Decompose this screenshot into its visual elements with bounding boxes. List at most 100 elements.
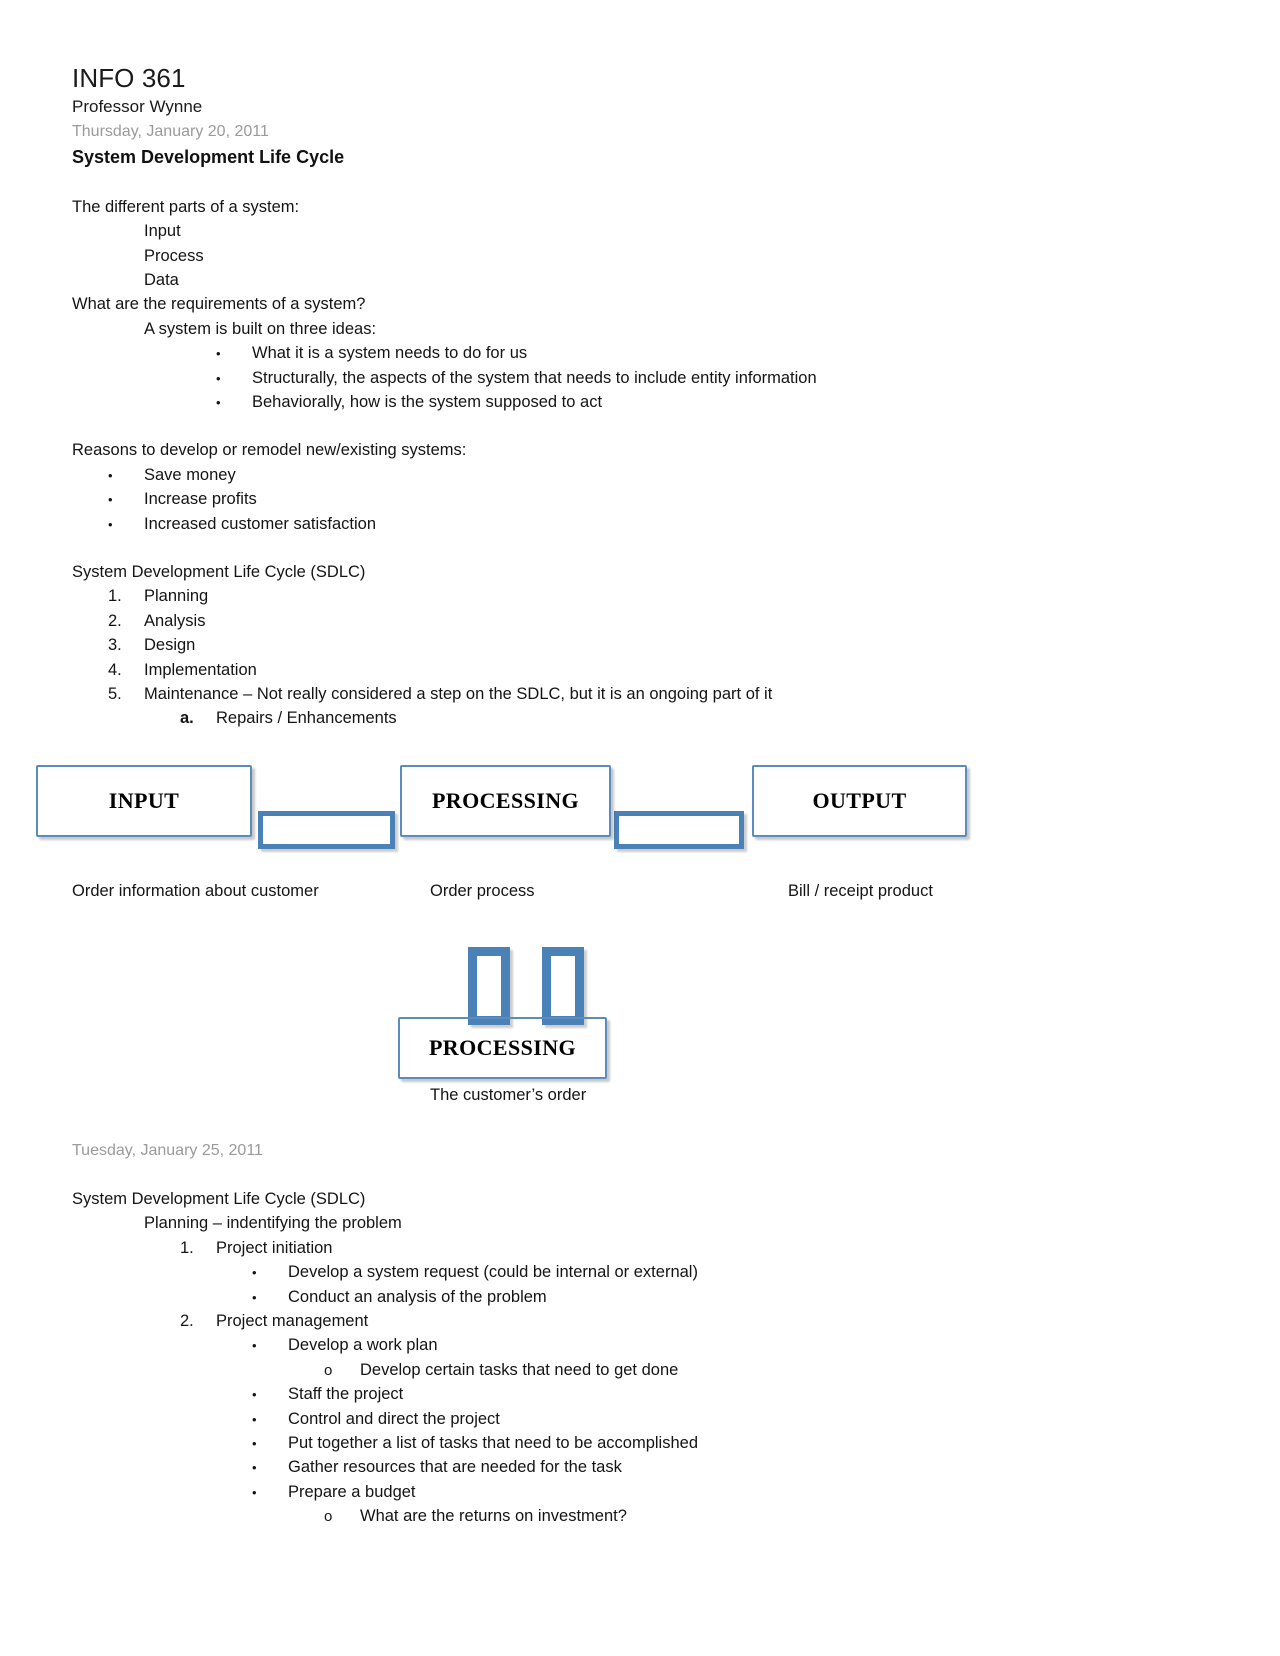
diagram-captions-row: Order information about customer Order p… xyxy=(36,881,1006,911)
part-input: Input xyxy=(144,222,181,241)
list-number: 4. xyxy=(108,660,122,679)
management-bullet-5: Gather resources that are needed for the… xyxy=(288,1458,622,1477)
page-title: INFO 361 xyxy=(72,63,186,93)
bullet-icon: • xyxy=(252,1435,257,1451)
spacer xyxy=(72,171,1208,195)
list-item: • Prepare a budget xyxy=(252,1480,1208,1504)
sdlc-step-maintenance: Maintenance – Not really considered a st… xyxy=(144,685,773,704)
processing-detail-diagram: PROCESSING xyxy=(36,925,1006,1085)
lecture-date: Thursday, January 20, 2011 xyxy=(72,122,269,140)
bullet-icon: • xyxy=(108,492,113,508)
list-item: • Develop a work plan xyxy=(252,1333,1208,1357)
bullet-icon: • xyxy=(252,1289,257,1305)
list-number: 5. xyxy=(108,685,122,704)
flow-box-input-label: INPUT xyxy=(108,787,180,813)
management-bullet-3: Control and direct the project xyxy=(288,1409,500,1428)
sdlc-heading-2: System Development Life Cycle (SDLC) xyxy=(72,1189,366,1208)
caption-customers-order: The customer’s order xyxy=(430,1085,587,1104)
circle-bullet-icon: o xyxy=(324,1508,333,1526)
bullet-icon: • xyxy=(252,1460,257,1476)
flow-box-input: INPUT xyxy=(36,764,252,837)
planning-line: Planning – indentifying the problem xyxy=(144,1214,402,1233)
bullet-icon: • xyxy=(252,1411,257,1427)
list-item: 4. Implementation xyxy=(108,658,1208,682)
project-management: Project management xyxy=(216,1311,369,1330)
bullet-icon: • xyxy=(216,346,221,362)
workplan-sub-item: Develop certain tasks that need to get d… xyxy=(360,1360,679,1379)
list-item: • Behaviorally, how is the system suppos… xyxy=(216,390,1208,414)
list-item: • Increased customer satisfaction xyxy=(108,512,1208,536)
bullet-icon: • xyxy=(252,1387,257,1403)
three-idea-3: Behaviorally, how is the system supposed… xyxy=(252,393,603,411)
list-number: 2. xyxy=(108,611,122,630)
list-item: 3. Design xyxy=(108,633,1208,657)
list-item: 2. Analysis xyxy=(108,609,1208,633)
list-item: • Staff the project xyxy=(252,1382,1208,1406)
maintenance-sub-item: Repairs / Enhancements xyxy=(216,709,397,728)
flow-box-output: OUTPUT xyxy=(752,764,967,837)
vertical-connector-right xyxy=(542,946,584,1025)
input-process-output-diagram: INPUT PROCESSING OUTPUT xyxy=(36,759,1006,881)
list-item: • Control and direct the project xyxy=(252,1407,1208,1431)
spacer xyxy=(72,1163,1208,1187)
lecture-date-2: Tuesday, January 25, 2011 xyxy=(72,1141,263,1159)
initiation-bullet-1: Develop a system request (could be inter… xyxy=(288,1263,698,1282)
spacer xyxy=(72,536,1208,560)
professor-name: Professor Wynne xyxy=(72,97,203,117)
list-item: o What are the returns on investment? xyxy=(324,1504,1208,1528)
list-item: • Conduct an analysis of the problem xyxy=(252,1285,1208,1309)
diagram2-caption-row: The customer’s order xyxy=(36,1085,1006,1115)
caption-output: Bill / receipt product xyxy=(788,881,933,900)
list-item: • Save money xyxy=(108,463,1208,487)
bullet-icon: • xyxy=(108,467,113,483)
lecture-topic: System Development Life Cycle xyxy=(72,146,345,167)
sdlc-step-planning: Planning xyxy=(144,587,209,606)
circle-bullet-icon: o xyxy=(324,1361,333,1379)
list-item: 1. Project initiation xyxy=(180,1236,1208,1260)
reason-1: Save money xyxy=(144,465,236,484)
list-item: • Increase profits xyxy=(108,487,1208,511)
reasons-heading: Reasons to develop or remodel new/existi… xyxy=(72,441,467,460)
bullet-icon: • xyxy=(252,1338,257,1354)
caption-processing: Order process xyxy=(430,881,535,900)
part-process: Process xyxy=(144,246,204,265)
list-item: • Gather resources that are needed for t… xyxy=(252,1455,1208,1479)
list-item: o Develop certain tasks that need to get… xyxy=(324,1358,1208,1382)
vertical-connector-left xyxy=(468,946,510,1025)
list-item: • Put together a list of tasks that need… xyxy=(252,1431,1208,1455)
connector-processing-to-output xyxy=(614,810,744,849)
bullet-icon: • xyxy=(252,1484,257,1500)
sdlc-step-implementation: Implementation xyxy=(144,660,257,679)
initiation-bullet-2: Conduct an analysis of the problem xyxy=(288,1287,547,1306)
document-body: INFO 361 Professor Wynne Thursday, Janua… xyxy=(36,63,1208,1529)
spacer xyxy=(72,1115,1208,1139)
list-item: 5. Maintenance – Not really considered a… xyxy=(108,682,1208,706)
list-letter: a. xyxy=(180,709,194,728)
reason-2: Increase profits xyxy=(144,490,257,509)
parts-heading: The different parts of a system: xyxy=(72,197,300,216)
list-item: 1. Planning xyxy=(108,584,1208,608)
connector-input-to-processing xyxy=(258,810,395,849)
spacer xyxy=(72,414,1208,438)
three-idea-1: What it is a system needs to do for us xyxy=(252,344,528,363)
bullet-icon: • xyxy=(216,395,221,410)
flow-box-processing-detail-label: PROCESSING xyxy=(428,1034,577,1060)
caption-input: Order information about customer xyxy=(72,881,319,900)
reason-3: Increased customer satisfaction xyxy=(144,514,377,533)
flow-box-processing-label: PROCESSING xyxy=(431,787,580,813)
sdlc-step-design: Design xyxy=(144,636,196,655)
list-number: 1. xyxy=(180,1238,194,1257)
list-item: 2. Project management xyxy=(180,1309,1208,1333)
part-data: Data xyxy=(144,270,179,289)
budget-sub-item: What are the returns on investment? xyxy=(360,1507,627,1526)
list-number: 2. xyxy=(180,1311,194,1330)
list-item: • Structurally, the aspects of the syste… xyxy=(216,366,1208,390)
bullet-icon: • xyxy=(108,516,113,532)
management-bullet-6: Prepare a budget xyxy=(288,1482,416,1501)
management-bullet-2: Staff the project xyxy=(288,1385,404,1404)
bullet-icon: • xyxy=(216,370,221,386)
management-bullet-1: Develop a work plan xyxy=(288,1336,438,1355)
sdlc-step-analysis: Analysis xyxy=(144,611,206,630)
list-item: a. Repairs / Enhancements xyxy=(180,706,1208,730)
